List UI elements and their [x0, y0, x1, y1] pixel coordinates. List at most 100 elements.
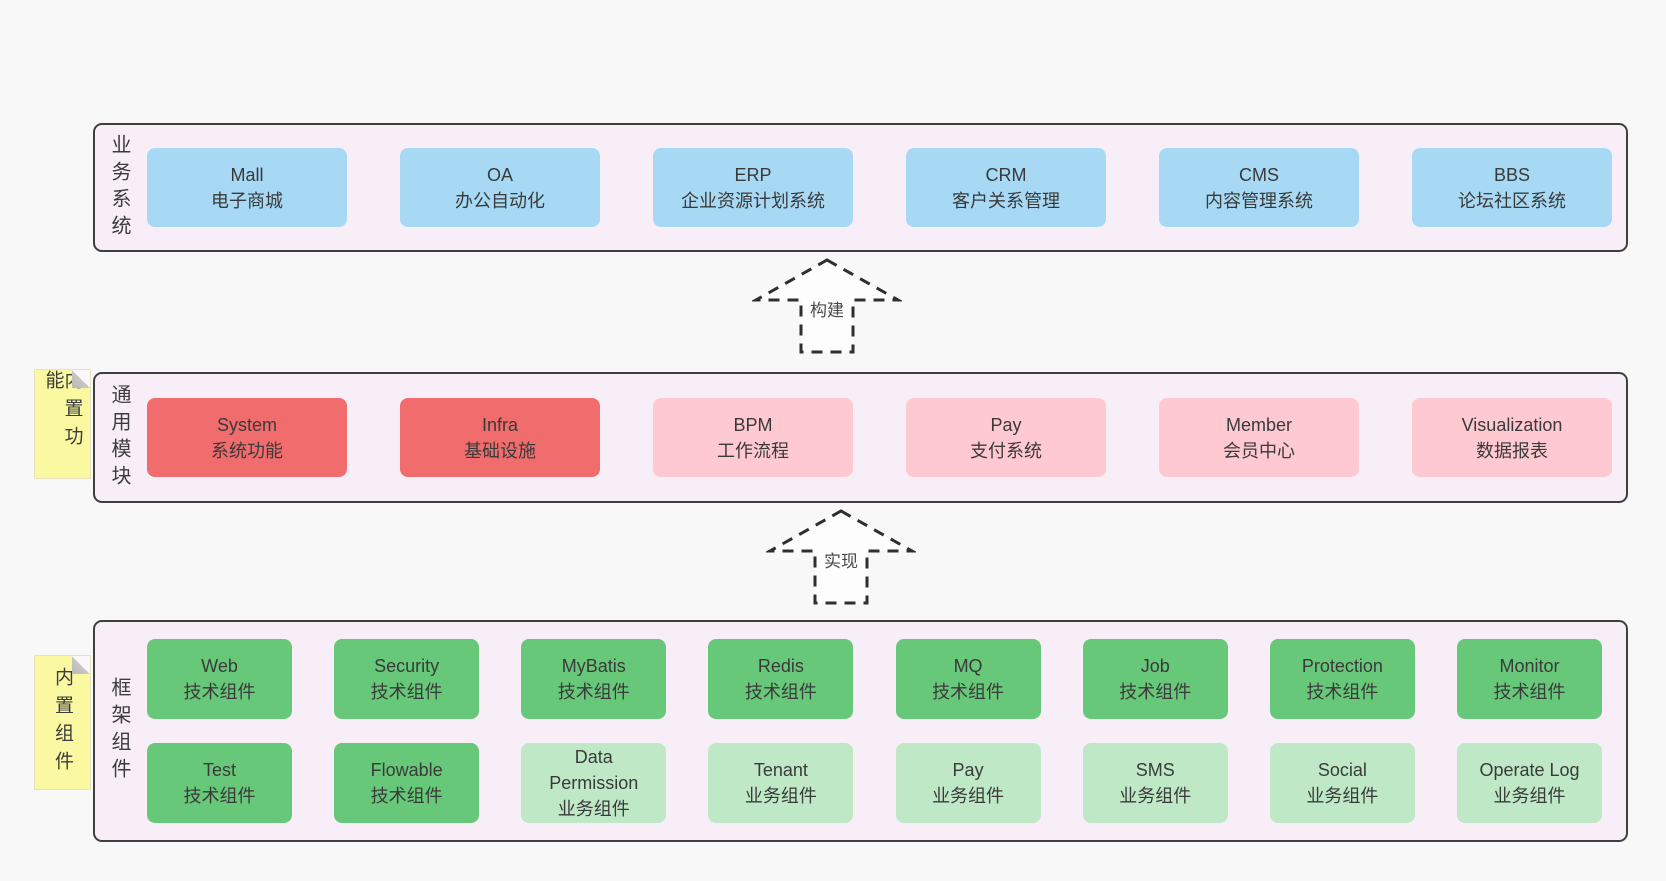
folded-corner-icon — [72, 656, 90, 674]
business-systems-panel: 业务系统 Mall 电子商城 OA 办公自动化 ERP 企业资源计划系统 CRM… — [93, 123, 1628, 252]
box-flowable: Flowable 技术组件 — [334, 743, 480, 823]
box-sms: SMS 业务组件 — [1082, 743, 1228, 823]
box-title: Protection — [1301, 656, 1383, 676]
box-subtitle: 数据报表 — [1476, 440, 1548, 461]
panel-label: 通用模块 — [95, 374, 143, 501]
box-subtitle: 技术组件 — [1119, 682, 1192, 702]
box-cms: CMS 内容管理系统 — [1159, 148, 1359, 227]
box-title: Pay — [952, 760, 984, 780]
components-row-2: Test 技术组件 Flowable 技术组件 Data Permission … — [147, 743, 1602, 823]
box-subtitle: 业务组件 — [557, 799, 630, 819]
box-system: System 系统功能 — [147, 398, 347, 477]
box-web: Web 技术组件 — [147, 639, 292, 719]
box-subtitle: 技术组件 — [744, 682, 817, 702]
box-subtitle: 技术组件 — [1306, 682, 1379, 702]
box-title: CMS — [1239, 164, 1279, 185]
box-visualization: Visualization 数据报表 — [1412, 398, 1612, 477]
sticky-note-text: 内置组件 — [52, 666, 73, 779]
box-subtitle: 技术组件 — [370, 682, 443, 702]
box-crm: CRM 客户关系管理 — [906, 148, 1106, 227]
box-title: MyBatis — [561, 656, 626, 676]
box-title: Security — [374, 656, 440, 676]
box-title: Mall — [230, 164, 264, 185]
box-pay-biz: Pay 业务组件 — [895, 743, 1041, 823]
components-boxes-grid: Web 技术组件 Security 技术组件 MyBatis 技术组件 Redi… — [143, 622, 1626, 840]
box-title: Monitor — [1499, 656, 1560, 676]
box-subtitle: 论坛社区系统 — [1458, 190, 1566, 211]
box-title: Pay — [990, 414, 1022, 435]
box-bbs: BBS 论坛社区系统 — [1412, 148, 1612, 227]
box-security: Security 技术组件 — [334, 639, 480, 719]
box-title: Job — [1140, 656, 1170, 676]
box-pay: Pay 支付系统 — [906, 398, 1106, 477]
box-social: Social 业务组件 — [1269, 743, 1415, 823]
box-title: CRM — [985, 164, 1027, 185]
box-title: Test — [202, 760, 236, 780]
box-title: Web — [201, 656, 238, 676]
sticky-note-built-in-components: 内置组件 — [35, 656, 90, 789]
box-subtitle: 技术组件 — [183, 682, 256, 702]
business-boxes-row: Mall 电子商城 OA 办公自动化 ERP 企业资源计划系统 CRM 客户关系… — [143, 125, 1626, 250]
implement-arrow-label: 实现 — [821, 551, 861, 573]
box-mybatis: MyBatis 技术组件 — [521, 639, 667, 719]
box-subtitle: 技术组件 — [183, 786, 256, 806]
box-title: Social — [1317, 760, 1367, 780]
box-test: Test 技术组件 — [147, 743, 292, 823]
sticky-note-text: 内置功能 — [42, 370, 83, 454]
box-title: MQ — [953, 656, 983, 676]
box-title: Data Permission — [549, 747, 639, 793]
panel-label: 框架组件 — [95, 622, 143, 840]
box-subtitle: 系统功能 — [211, 440, 283, 461]
box-subtitle: 办公自动化 — [455, 190, 545, 211]
box-subtitle: 业务组件 — [932, 786, 1005, 806]
box-data-permission: Data Permission 业务组件 — [521, 743, 667, 823]
modules-boxes-row: System 系统功能 Infra 基础设施 BPM 工作流程 Pay 支付系统… — [143, 374, 1626, 501]
box-subtitle: 技术组件 — [932, 682, 1005, 702]
box-oa: OA 办公自动化 — [400, 148, 600, 227]
box-subtitle: 业务组件 — [1119, 786, 1192, 806]
box-subtitle: 企业资源计划系统 — [681, 190, 825, 211]
box-mq: MQ 技术组件 — [895, 639, 1041, 719]
box-subtitle: 会员中心 — [1223, 440, 1295, 461]
box-tenant: Tenant 业务组件 — [708, 743, 854, 823]
box-subtitle: 业务组件 — [1306, 786, 1379, 806]
implement-arrow: 实现 — [766, 507, 916, 607]
box-subtitle: 内容管理系统 — [1205, 190, 1313, 211]
box-title: Infra — [481, 414, 519, 435]
box-subtitle: 客户关系管理 — [952, 190, 1060, 211]
components-row-1: Web 技术组件 Security 技术组件 MyBatis 技术组件 Redi… — [147, 639, 1602, 719]
box-monitor: Monitor 技术组件 — [1456, 639, 1602, 719]
box-operate-log: Operate Log 业务组件 — [1456, 743, 1602, 823]
box-title: Tenant — [753, 760, 808, 780]
box-title: Redis — [757, 656, 804, 676]
box-bpm: BPM 工作流程 — [653, 398, 853, 477]
box-title: Member — [1225, 414, 1292, 435]
box-title: Operate Log — [1479, 760, 1580, 780]
panel-label-text: 业务系统 — [108, 133, 130, 242]
box-job: Job 技术组件 — [1082, 639, 1228, 719]
box-subtitle: 技术组件 — [557, 682, 630, 702]
box-mall: Mall 电子商城 — [147, 148, 347, 227]
box-subtitle: 电子商城 — [211, 190, 283, 211]
box-title: Visualization — [1461, 414, 1563, 435]
box-title: ERP — [734, 164, 772, 185]
box-title: BPM — [733, 414, 773, 435]
box-title: OA — [486, 164, 513, 185]
box-title: Flowable — [370, 760, 443, 780]
box-subtitle: 支付系统 — [970, 440, 1042, 461]
sticky-note-built-in-features: 内置功能 — [35, 370, 90, 478]
box-redis: Redis 技术组件 — [708, 639, 854, 719]
box-title: SMS — [1135, 760, 1175, 780]
box-subtitle: 工作流程 — [717, 440, 789, 461]
common-modules-panel: 通用模块 System 系统功能 Infra 基础设施 BPM 工作流程 Pay… — [93, 372, 1628, 503]
box-title: System — [216, 414, 277, 435]
framework-components-panel: 框架组件 Web 技术组件 Security 技术组件 MyBatis 技术组件… — [93, 620, 1628, 842]
box-protection: Protection 技术组件 — [1269, 639, 1415, 719]
box-subtitle: 技术组件 — [1493, 682, 1566, 702]
box-infra: Infra 基础设施 — [400, 398, 600, 477]
panel-label-text: 框架组件 — [108, 677, 130, 785]
box-subtitle: 基础设施 — [464, 440, 536, 461]
folded-corner-icon — [72, 370, 90, 388]
build-arrow-label: 构建 — [807, 300, 847, 322]
panel-label-text: 通用模块 — [108, 383, 130, 492]
